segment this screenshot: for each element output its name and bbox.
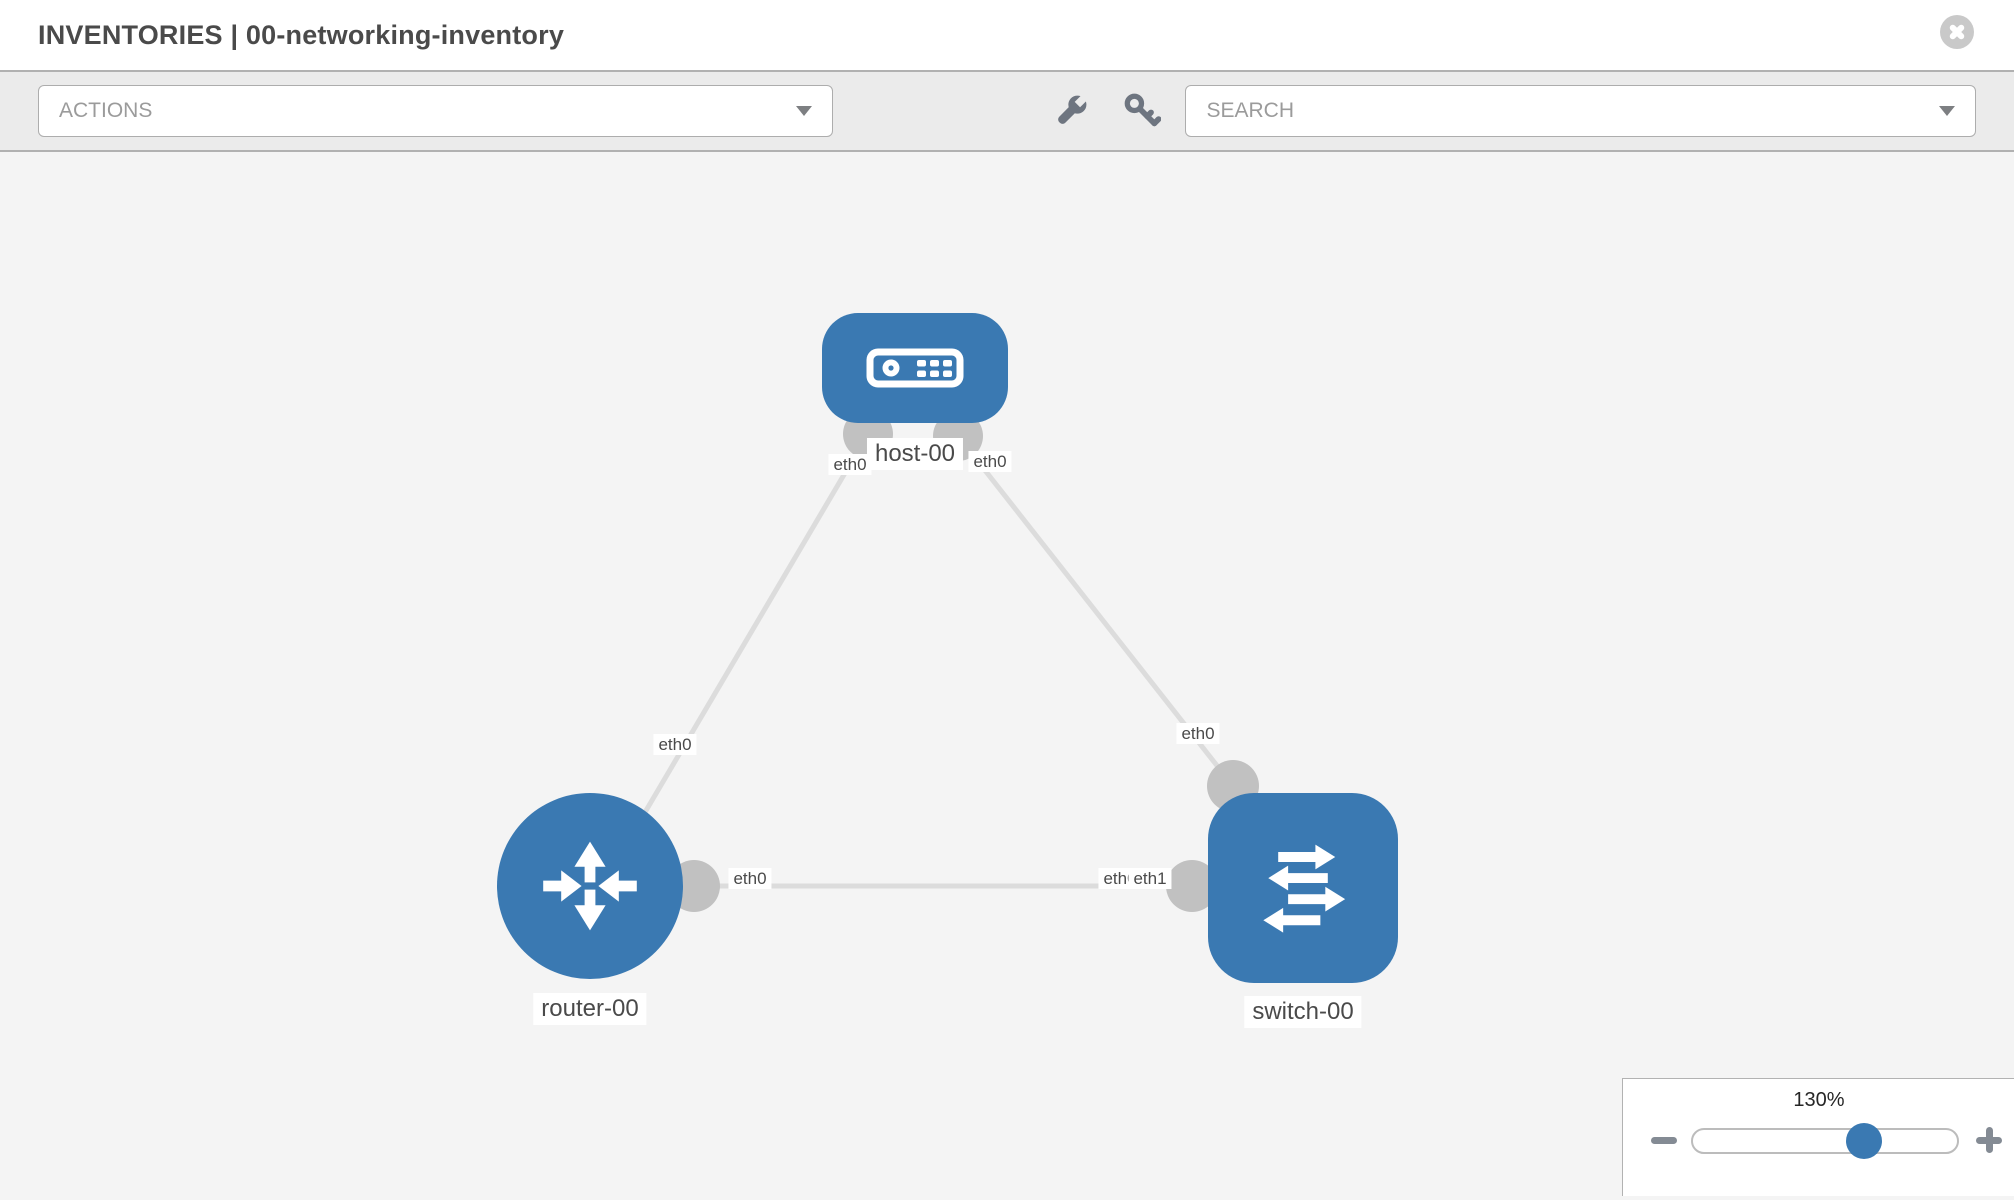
actions-dropdown[interactable]: ACTIONS (38, 85, 834, 137)
router-icon (543, 841, 637, 931)
minus-icon[interactable] (1651, 1137, 1677, 1144)
interface-connectors (668, 409, 1259, 912)
iface-label-switch-eth1: eth1 (1128, 868, 1172, 890)
search-dropdown[interactable]: SEARCH (1185, 85, 1976, 137)
inventory-header: INVENTORIES | 00-networking-inventory (0, 0, 2014, 72)
node-label-router-00: router-00 (533, 993, 647, 1025)
link-lines (595, 432, 1235, 894)
page-title: INVENTORIES | 00-networking-inventory (38, 19, 565, 50)
topology-toolbar: ACTIONS SEARCH (0, 72, 2014, 152)
wrench-icon[interactable] (1052, 92, 1090, 130)
topology-links-layer (595, 409, 1259, 912)
zoom-level-label: 130% (1793, 1089, 1845, 1111)
key-icon[interactable] (1123, 92, 1162, 130)
plus-icon[interactable] (1976, 1127, 2002, 1153)
host-icon (866, 348, 964, 388)
node-host-00[interactable] (822, 313, 1008, 423)
node-label-switch-00: switch-00 (1244, 996, 1362, 1028)
node-label-host-00: host-00 (866, 438, 964, 470)
zoom-control-panel: 130% (1622, 1078, 2014, 1196)
actions-dropdown-label: ACTIONS (59, 99, 153, 122)
chevron-down-icon (796, 106, 813, 116)
chevron-down-icon (1939, 106, 1955, 116)
switch-icon (1263, 844, 1346, 933)
zoom-slider-thumb[interactable] (1846, 1123, 1882, 1159)
search-dropdown-label: SEARCH (1206, 99, 1295, 122)
iface-label-router-eth0-top: eth0 (653, 734, 697, 756)
node-switch-00[interactable] (1208, 793, 1398, 983)
iface-label-host-eth0-right: eth0 (968, 451, 1012, 473)
plus-icon-bar (1985, 1127, 1993, 1153)
iface-label-host-eth0-left: eth0 (828, 454, 872, 476)
connector-switch-left (1166, 860, 1218, 912)
topology-canvas[interactable]: host-00 router-00 switch-00 eth0 eth0 et… (0, 152, 2014, 1196)
iface-label-router-eth0: eth0 (728, 868, 772, 890)
close-icon[interactable] (1940, 15, 1974, 49)
toolbar-icon-group (1052, 92, 1162, 130)
node-router-00[interactable] (497, 793, 683, 979)
iface-label-switch-eth0-top: eth0 (1176, 723, 1220, 745)
zoom-slider-track[interactable] (1691, 1128, 1959, 1154)
